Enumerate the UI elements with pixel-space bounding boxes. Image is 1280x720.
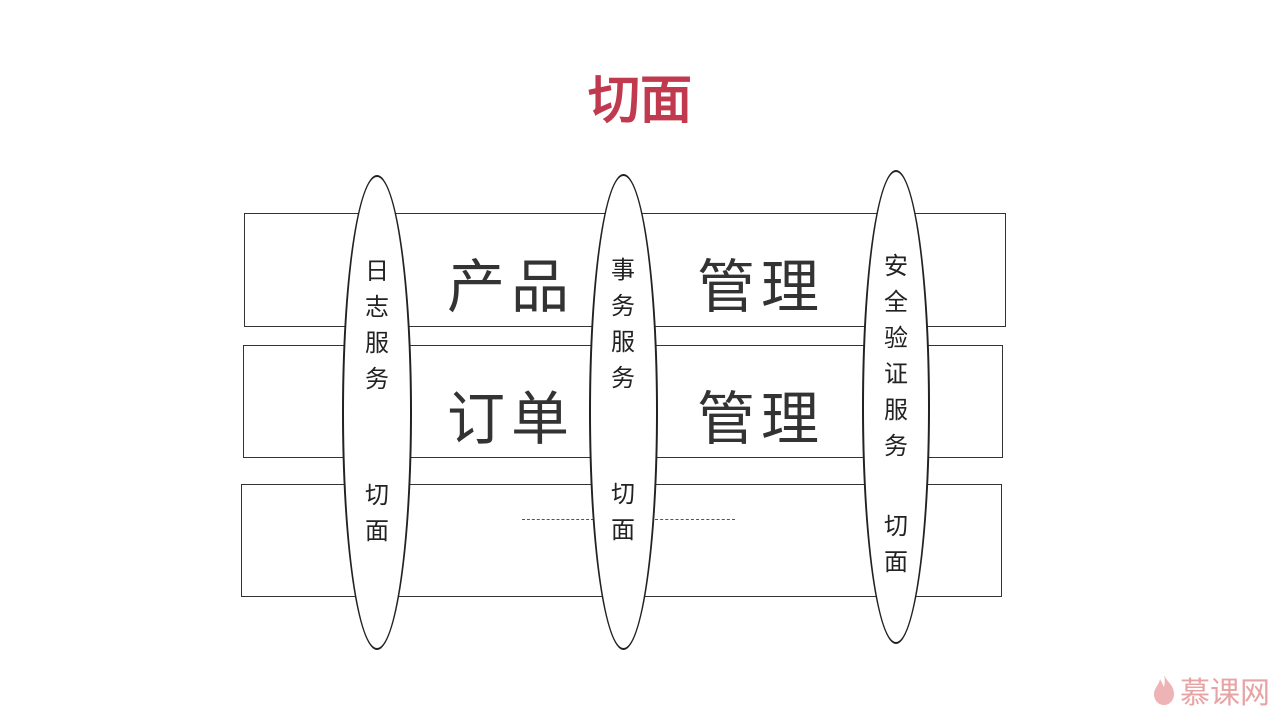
ellipsis-line-left — [522, 519, 594, 520]
ellipsis-line-right — [655, 519, 735, 520]
aspect-security-label: 切面 — [884, 512, 908, 576]
brand-logo: 慕课网 — [1152, 668, 1270, 712]
row-product-left-text: 产品 — [447, 253, 576, 321]
brand-logo-text: 慕课网 — [1180, 676, 1270, 711]
flame-icon — [1154, 675, 1174, 705]
aspect-transaction-name: 事务服务 — [611, 256, 635, 392]
row-order-right-text: 管理 — [697, 385, 826, 453]
row-product-right-text: 管理 — [697, 253, 826, 321]
aspect-logging-name: 日志服务 — [365, 257, 389, 393]
aspect-logging: 日志服务 切面 — [342, 175, 412, 650]
aspect-security-name: 安全验证服务 — [884, 252, 908, 460]
aspect-transaction-label: 切面 — [611, 480, 635, 544]
aspect-logging-label: 切面 — [365, 481, 389, 545]
aspect-transaction: 事务服务 切面 — [589, 174, 658, 650]
aspect-security: 安全验证服务 切面 — [862, 170, 930, 644]
row-order-left-text: 订单 — [447, 385, 576, 453]
page-title: 切面 — [587, 71, 692, 131]
